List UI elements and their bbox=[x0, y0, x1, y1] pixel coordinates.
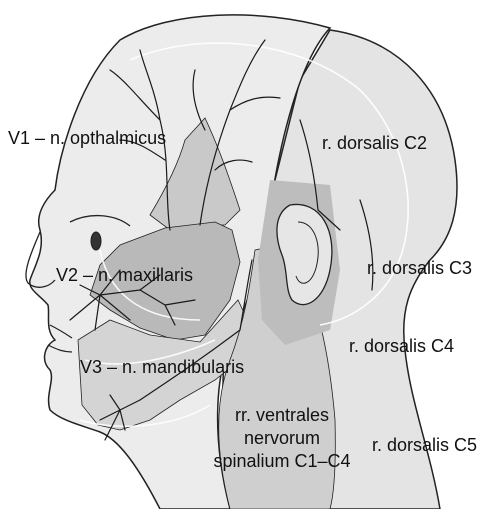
label-v3: V3 – n. mandibularis bbox=[80, 357, 244, 377]
label-dorsalis-c2: r. dorsalis C2 bbox=[322, 133, 427, 153]
eye bbox=[91, 232, 101, 250]
label-dorsalis-c3: r. dorsalis C3 bbox=[367, 258, 472, 278]
label-v1: V1 – n. opthalmicus bbox=[8, 128, 166, 148]
label-ventrales-line1: rr. ventrales bbox=[202, 405, 362, 425]
label-dorsalis-c4: r. dorsalis C4 bbox=[349, 336, 454, 356]
label-ventrales-line2: nervorum bbox=[202, 428, 362, 448]
label-ventrales-line3: spinalium C1–C4 bbox=[202, 451, 362, 471]
label-v2: V2 – n. maxillaris bbox=[56, 265, 193, 285]
label-dorsalis-c5: r. dorsalis C5 bbox=[372, 435, 477, 455]
